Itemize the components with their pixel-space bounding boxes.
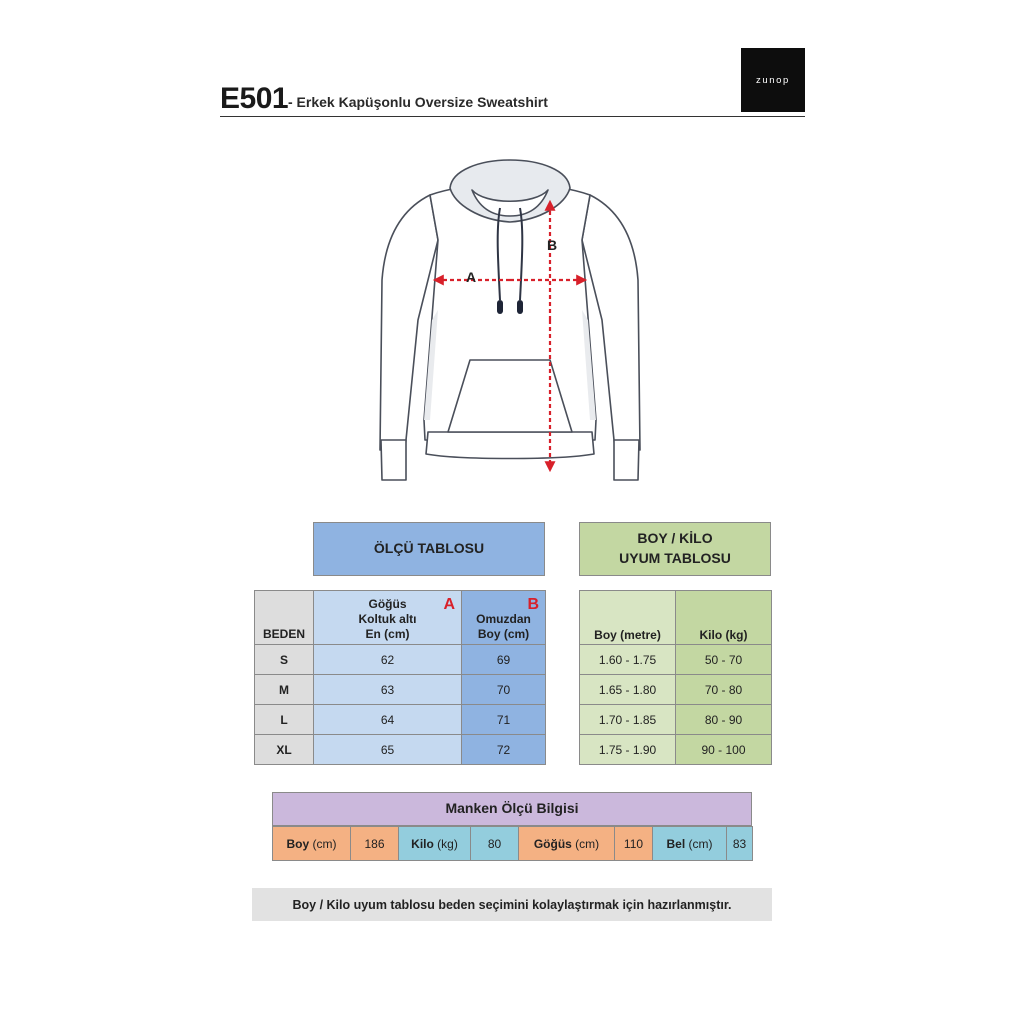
label-bold: Boy: [286, 836, 310, 851]
label-unit: (cm): [312, 836, 337, 851]
omuz-cell: 70: [461, 674, 546, 705]
label-bold: Kilo: [411, 836, 434, 851]
fit-note: Boy / Kilo uyum tablosu beden seçimini k…: [252, 888, 772, 921]
gogus-cell: 64: [313, 704, 462, 735]
fit-title-line1: BOY / KİLO: [637, 530, 713, 547]
header-omuz-line1: Omuzdan: [476, 612, 531, 626]
kilo-cell: 50 - 70: [675, 644, 772, 675]
size-cell: XL: [254, 734, 314, 765]
header-omuz-line2: Boy (cm): [477, 627, 530, 641]
header-gogus: Göğüs Koltuk altı En (cm) A: [313, 590, 462, 645]
measure-label-b: B: [547, 237, 557, 253]
fit-title-line2: UYUM TABLOSU: [619, 550, 731, 566]
kilo-cell: 70 - 80: [675, 674, 772, 705]
header-divider: [220, 116, 805, 117]
table-row: XL 65 72: [254, 734, 546, 765]
table-row: S 62 69: [254, 644, 546, 675]
label-bold: Bel: [666, 836, 686, 851]
gogus-cell: 65: [313, 734, 462, 765]
table-row: 1.60 - 1.75 50 - 70: [579, 644, 772, 675]
label-unit: (kg): [437, 836, 458, 851]
size-cell: L: [254, 704, 314, 735]
brand-logo-text: zunop: [756, 74, 790, 86]
brand-logo: zunop: [741, 48, 805, 112]
manken-value-boy: 186: [350, 826, 399, 861]
product-code: E501: [220, 82, 289, 115]
manken-label-boy: Boy (cm): [272, 826, 351, 861]
size-cell: S: [254, 644, 314, 675]
marker-a: A: [443, 596, 455, 613]
gogus-cell: 62: [313, 644, 462, 675]
manken-title: Manken Ölçü Bilgisi: [272, 792, 752, 826]
table-row: 1.75 - 1.90 90 - 100: [579, 734, 772, 765]
header-boy-metre: Boy (metre): [579, 590, 676, 645]
size-table: BEDEN Göğüs Koltuk altı En (cm) A Omuzda…: [254, 590, 546, 765]
fit-table: Boy (metre) Kilo (kg) 1.60 - 1.75 50 - 7…: [579, 590, 772, 765]
manken-value-gogus: 110: [614, 826, 653, 861]
header-gogus-line3: En (cm): [365, 627, 410, 641]
omuz-cell: 71: [461, 704, 546, 735]
omuz-cell: 72: [461, 734, 546, 765]
table-row: 1.70 - 1.85 80 - 90: [579, 704, 772, 735]
size-table-title: ÖLÇÜ TABLOSU: [313, 522, 545, 576]
manken-label-gogus: Göğüs (cm): [518, 826, 615, 861]
manken-value-kilo: 80: [470, 826, 519, 861]
header-kilo: Kilo (kg): [675, 590, 772, 645]
omuz-cell: 69: [461, 644, 546, 675]
manken-value-bel: 83: [726, 826, 753, 861]
table-row: M 63 70: [254, 674, 546, 705]
boy-cell: 1.65 - 1.80: [579, 674, 676, 705]
boy-cell: 1.60 - 1.75: [579, 644, 676, 675]
marker-b: B: [527, 596, 539, 613]
label-unit: (cm): [688, 836, 713, 851]
table-row: Boy (cm) 186 Kilo (kg) 80 Göğüs (cm) 110…: [272, 826, 753, 861]
kilo-cell: 90 - 100: [675, 734, 772, 765]
hoodie-illustration-icon: A B: [379, 159, 641, 481]
header-gogus-line1: Göğüs: [368, 597, 407, 611]
manken-label-kilo: Kilo (kg): [398, 826, 471, 861]
header-beden: BEDEN: [254, 590, 314, 645]
measure-label-a: A: [466, 269, 476, 285]
header-gogus-line2: Koltuk altı: [358, 612, 417, 626]
boy-cell: 1.75 - 1.90: [579, 734, 676, 765]
label-unit: (cm): [575, 836, 600, 851]
size-cell: M: [254, 674, 314, 705]
manken-label-bel: Bel (cm): [652, 826, 727, 861]
label-bold: Göğüs: [533, 836, 572, 851]
manken-table: Boy (cm) 186 Kilo (kg) 80 Göğüs (cm) 110…: [272, 826, 753, 861]
gogus-cell: 63: [313, 674, 462, 705]
header-omuz: Omuzdan Boy (cm) B: [461, 590, 546, 645]
table-row: L 64 71: [254, 704, 546, 735]
boy-cell: 1.70 - 1.85: [579, 704, 676, 735]
table-row: 1.65 - 1.80 70 - 80: [579, 674, 772, 705]
fit-table-title: BOY / KİLO UYUM TABLOSU: [579, 522, 771, 576]
kilo-cell: 80 - 90: [675, 704, 772, 735]
product-title: - Erkek Kapüşonlu Oversize Sweatshirt: [288, 94, 548, 110]
